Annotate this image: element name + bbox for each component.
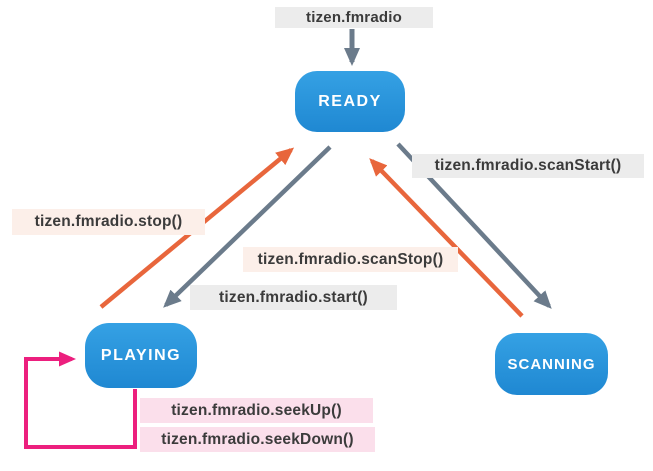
entry-label: tizen.fmradio <box>275 7 433 28</box>
transition-label-scanstart: tizen.fmradio.scanStart() <box>412 154 644 178</box>
transition-label-start: tizen.fmradio.start() <box>190 285 397 310</box>
transition-label-stop: tizen.fmradio.stop() <box>12 209 205 235</box>
arrow-playing-self-loop <box>24 351 137 449</box>
transition-label-scanstop: tizen.fmradio.scanStop() <box>243 247 458 272</box>
arrow-ready-to-playing <box>163 145 332 308</box>
state-node-playing: PLAYING <box>85 323 197 388</box>
transition-label-seekdown: tizen.fmradio.seekDown() <box>140 427 375 452</box>
state-node-ready: READY <box>295 71 405 132</box>
state-node-scanning: SCANNING <box>495 333 608 395</box>
arrow-scanning-to-ready <box>369 158 524 318</box>
transition-label-seekup: tizen.fmradio.seekUp() <box>140 398 373 423</box>
